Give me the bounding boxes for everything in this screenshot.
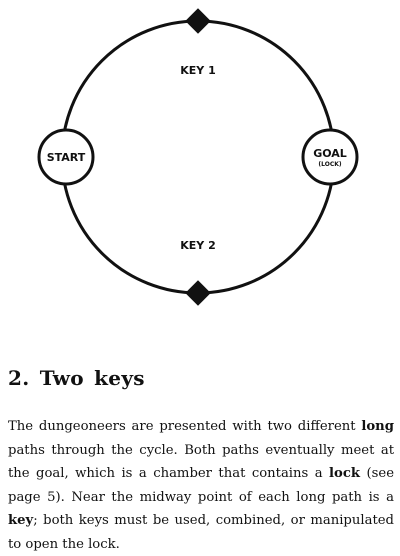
key-2-label: KEY 2: [180, 239, 216, 252]
key-1-diamond: [185, 8, 211, 34]
bold-term: lock: [329, 466, 361, 481]
key-1-label: KEY 1: [180, 64, 216, 77]
paragraph-text: paths through the cycle. Both paths even…: [8, 442, 394, 482]
section-heading: 2. Two keys: [8, 366, 145, 390]
cycle-diagram: START GOAL (LOCK) KEY 1 KEY 2: [37, 8, 359, 306]
key-2-diamond: [185, 280, 211, 306]
goal-sublabel: (LOCK): [318, 161, 342, 168]
paragraph-text: ; both keys must be used, combined, or m…: [8, 513, 394, 552]
paragraph-text: The dungeoneers are presented with two d…: [8, 419, 362, 434]
bold-term: long: [361, 419, 394, 434]
goal-node: [301, 128, 359, 186]
section-paragraph: The dungeoneers are presented with two d…: [8, 415, 394, 556]
goal-label: GOAL: [313, 147, 347, 160]
paragraph-text: (see page 5). Near the midway point of e…: [8, 466, 394, 505]
bold-term: key: [8, 513, 34, 528]
cycle-ring: [60, 19, 336, 295]
start-node: [37, 128, 95, 186]
start-label: START: [47, 151, 86, 164]
